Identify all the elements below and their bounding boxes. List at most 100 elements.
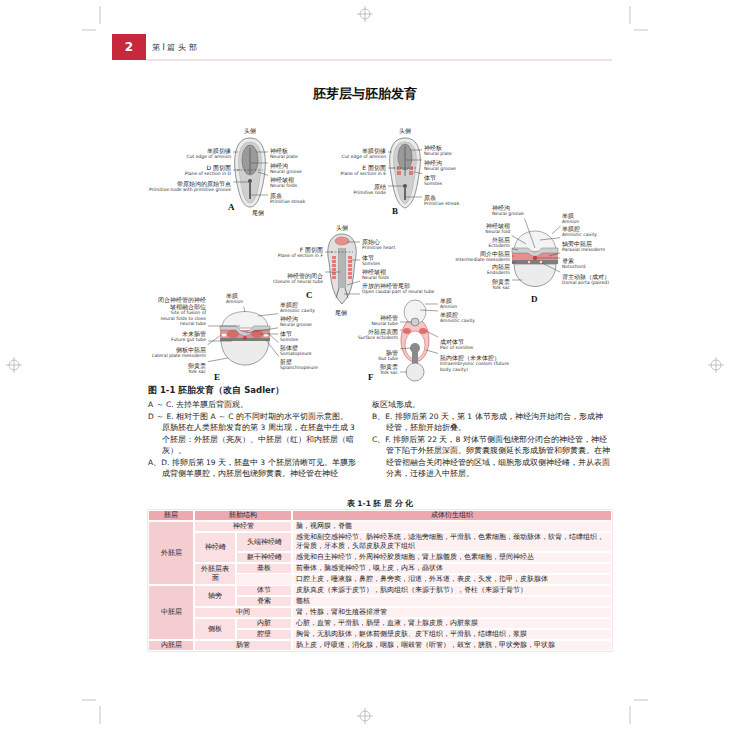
table-text: 髓核 (296, 597, 310, 606)
figure-label: 羊膜腔 (280, 301, 315, 308)
table-cell: 肾，性腺，肾和生殖器排泄管 (292, 607, 612, 618)
figure-label: E 面切面 (340, 164, 386, 171)
figure-label-group: 成对体节Pair of somites (440, 338, 473, 351)
table-text: 感觉和自主神经节，外周神经胶质细胞，肾上腺髓质，色素细胞，壁间神经丛 (296, 553, 534, 562)
figure-letter-group: C (306, 290, 313, 300)
figure-label: Neural groove (492, 211, 524, 217)
figure-letter: A (228, 202, 235, 212)
figure-letter: B (392, 206, 398, 216)
leader-line (388, 168, 395, 169)
body-text-group: A ～ C. 去掉羊膜后背面观。D ～ E. 相对于图 A ～ C 的不同时期的… (148, 399, 363, 480)
figure-label: 羊膜腔 (440, 311, 475, 318)
figure-label: 体节 (362, 254, 380, 261)
figure-label: 胚内体腔（未来体腔） (440, 354, 510, 361)
figure-label-group: 头侧 (244, 127, 256, 134)
figure-label-group: 神经沟Neural groove (424, 159, 456, 172)
figure-label: Neural plate (270, 154, 298, 160)
figure-label: Paraxial mesoderm (562, 247, 605, 253)
figure-label: Amniotic cavity (280, 308, 315, 314)
body-text-group: 板区域形成。B、E. 排卵后第 20 天，第 1 体节形成，神经沟开始闭合，形成… (372, 399, 610, 480)
figure-label-group: 开放的神经管尾部Open caudal part of neural tube (362, 282, 434, 295)
leader-line (233, 170, 240, 171)
figure-label-group: 神经沟Neural groove (280, 315, 312, 328)
figure-label: 神经皱褶 (362, 268, 389, 275)
figure-label-group: 卵黄囊Yolk sac (188, 362, 206, 375)
figure-label: 神经沟 (280, 315, 312, 322)
table-text: 体节 (257, 586, 271, 595)
embryo-disc-c-part (336, 248, 348, 298)
table-text: 外胚层表面 (198, 565, 232, 583)
leader-line (208, 326, 240, 327)
table-cell: 腔壁 (236, 629, 292, 640)
figure-label-group: 原条Primitive streak (270, 192, 305, 205)
figure-label: Notochord (562, 264, 585, 270)
figure-label-group: 外胚层Ectoderm (488, 236, 510, 249)
figure-label: 未来肠管 (171, 330, 206, 337)
figure-label-group: 体节Somites (362, 254, 380, 267)
figure-label: 头侧 (244, 127, 256, 134)
figure-label: Neural folds (362, 275, 389, 281)
figure-label: Neural groove (270, 169, 302, 175)
figure-label: 脏壁 (280, 358, 318, 365)
figure-label: 侧板中胚层 (152, 346, 206, 353)
figure-label: 羊膜切缘 (342, 147, 387, 154)
table-cell: 内胚层 (148, 640, 194, 651)
table-header: 成体衍生组织 (431, 511, 473, 520)
page-number: 2 (125, 40, 133, 54)
crop-marks-part (82, 30, 96, 31)
figure-label-group: 头侧 (336, 224, 348, 231)
figure-label: Yolk sac (188, 369, 206, 375)
embryo-disc-c (328, 234, 356, 304)
table-text: 肠管 (236, 641, 250, 650)
cross-section-f-part (406, 363, 424, 381)
table-header: 胚胎结构 (229, 511, 257, 520)
figure-label-group: 羊膜腔Amniotic cavity (280, 301, 315, 314)
figure-label: 神经管 (371, 314, 398, 321)
leader-line (400, 372, 407, 373)
embryo-disc-a-part (249, 183, 251, 199)
embryo-disc-b-part (404, 188, 406, 200)
figure-label: Splanchnopleure (280, 365, 318, 371)
figure-label-group: 神经管Neural tube (371, 314, 398, 327)
crop-marks-part (630, 706, 631, 724)
figure-label: Amniotic cavity (562, 232, 597, 238)
figure-label: 羊膜 (562, 212, 579, 219)
figure-label-group: 头侧 (399, 127, 411, 134)
cross-section-d-part (512, 260, 558, 264)
table-text: 皮肤真皮（来源于皮节），肌肉组织（来源于肌节），脊柱（来源于骨节） (296, 586, 527, 595)
crop-marks (6, 6, 724, 724)
figure-label: Primitive heart (362, 245, 395, 251)
leader-line (400, 348, 411, 350)
crop-marks-part (82, 700, 96, 701)
cross-section-f-part (403, 328, 411, 334)
page-header-group: 第 I 篇 头 部 (152, 43, 197, 53)
figure-label: Yolk sac (380, 370, 398, 376)
leader-line (347, 242, 360, 243)
leader-line (208, 358, 228, 362)
figure-label: Cut edge of amnion (342, 154, 387, 160)
page-title: 胚芽层与胚胎发育 (0, 85, 730, 103)
figure-label: 神经皱褶 (485, 222, 510, 229)
figure-label: 尾侧 (335, 309, 347, 316)
table-cell: 皮肤真皮（来源于皮节），肌肉组织（来源于肌节），脊柱（来源于骨节） (292, 585, 612, 596)
cross-section-f-part (411, 318, 419, 326)
embryo-disc-a-part (248, 179, 252, 183)
figure-label-group: 侧板中胚层Lateral plate mesoderm (152, 346, 206, 359)
body-text: B、E. 排卵后第 20 天，第 1 体节形成，神经沟开始闭合，形成神经管，胚胎… (372, 411, 610, 434)
leader-line (537, 258, 560, 259)
crop-marks-part (634, 30, 648, 31)
figure-label: 体节 (424, 174, 442, 181)
figure-label: Neural plate (424, 151, 452, 157)
figure-label: 神经皱褶 (270, 176, 297, 183)
leader-line (388, 152, 392, 153)
table-title-group: 表 1-1 胚 层 分 化 (347, 499, 414, 509)
figure-label: 外胚层表面 (358, 328, 398, 335)
figure-label-group: 神经沟Neural groove (492, 204, 524, 217)
figure-label: Neural tube (371, 321, 398, 327)
leader-line (208, 335, 221, 345)
figure-label-group: 带原始沟的原始节点Primitive node with primitive g… (149, 180, 231, 193)
cross-section-e (220, 312, 270, 366)
table-cell: 侧板 (194, 618, 236, 640)
cross-section-e-part (222, 312, 268, 329)
table-text: 内胚层 (161, 641, 182, 650)
